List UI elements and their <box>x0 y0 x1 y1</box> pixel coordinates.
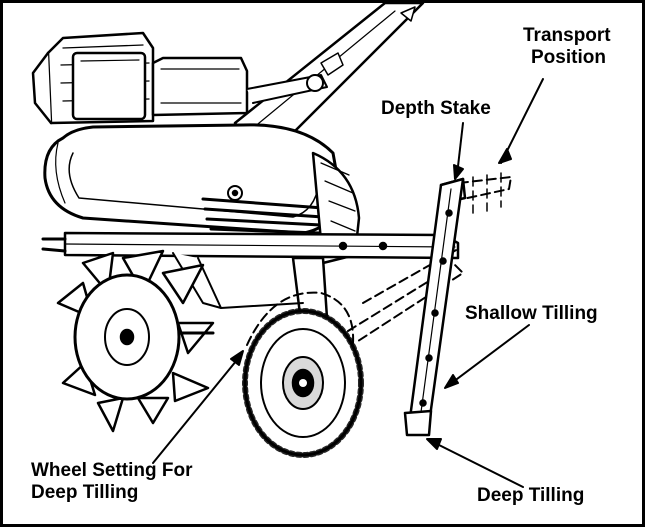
tiller-body <box>43 123 361 265</box>
transport-label-line1: Transport <box>523 25 611 46</box>
wheel-label-line2: Deep Tilling <box>31 482 139 503</box>
wheel-label-line1: Wheel Setting For <box>31 460 193 481</box>
leader-lines <box>152 78 544 488</box>
deep-tilling-label: Deep Tilling <box>477 485 585 506</box>
frame-bar <box>41 231 460 260</box>
transport-label-line2: Position <box>531 47 606 68</box>
tine-assembly <box>56 249 215 433</box>
tiller-line-drawing <box>31 3 544 488</box>
depth-stake-label: Depth Stake <box>381 98 491 119</box>
engine <box>31 31 328 125</box>
wheel-setting-label: Wheel Setting For Deep Tilling <box>31 460 193 504</box>
rear-wheel <box>242 308 364 458</box>
depth-stake <box>403 177 467 437</box>
shallow-tilling-label: Shallow Tilling <box>465 303 598 324</box>
transport-position-label: Transport Position <box>523 25 611 69</box>
